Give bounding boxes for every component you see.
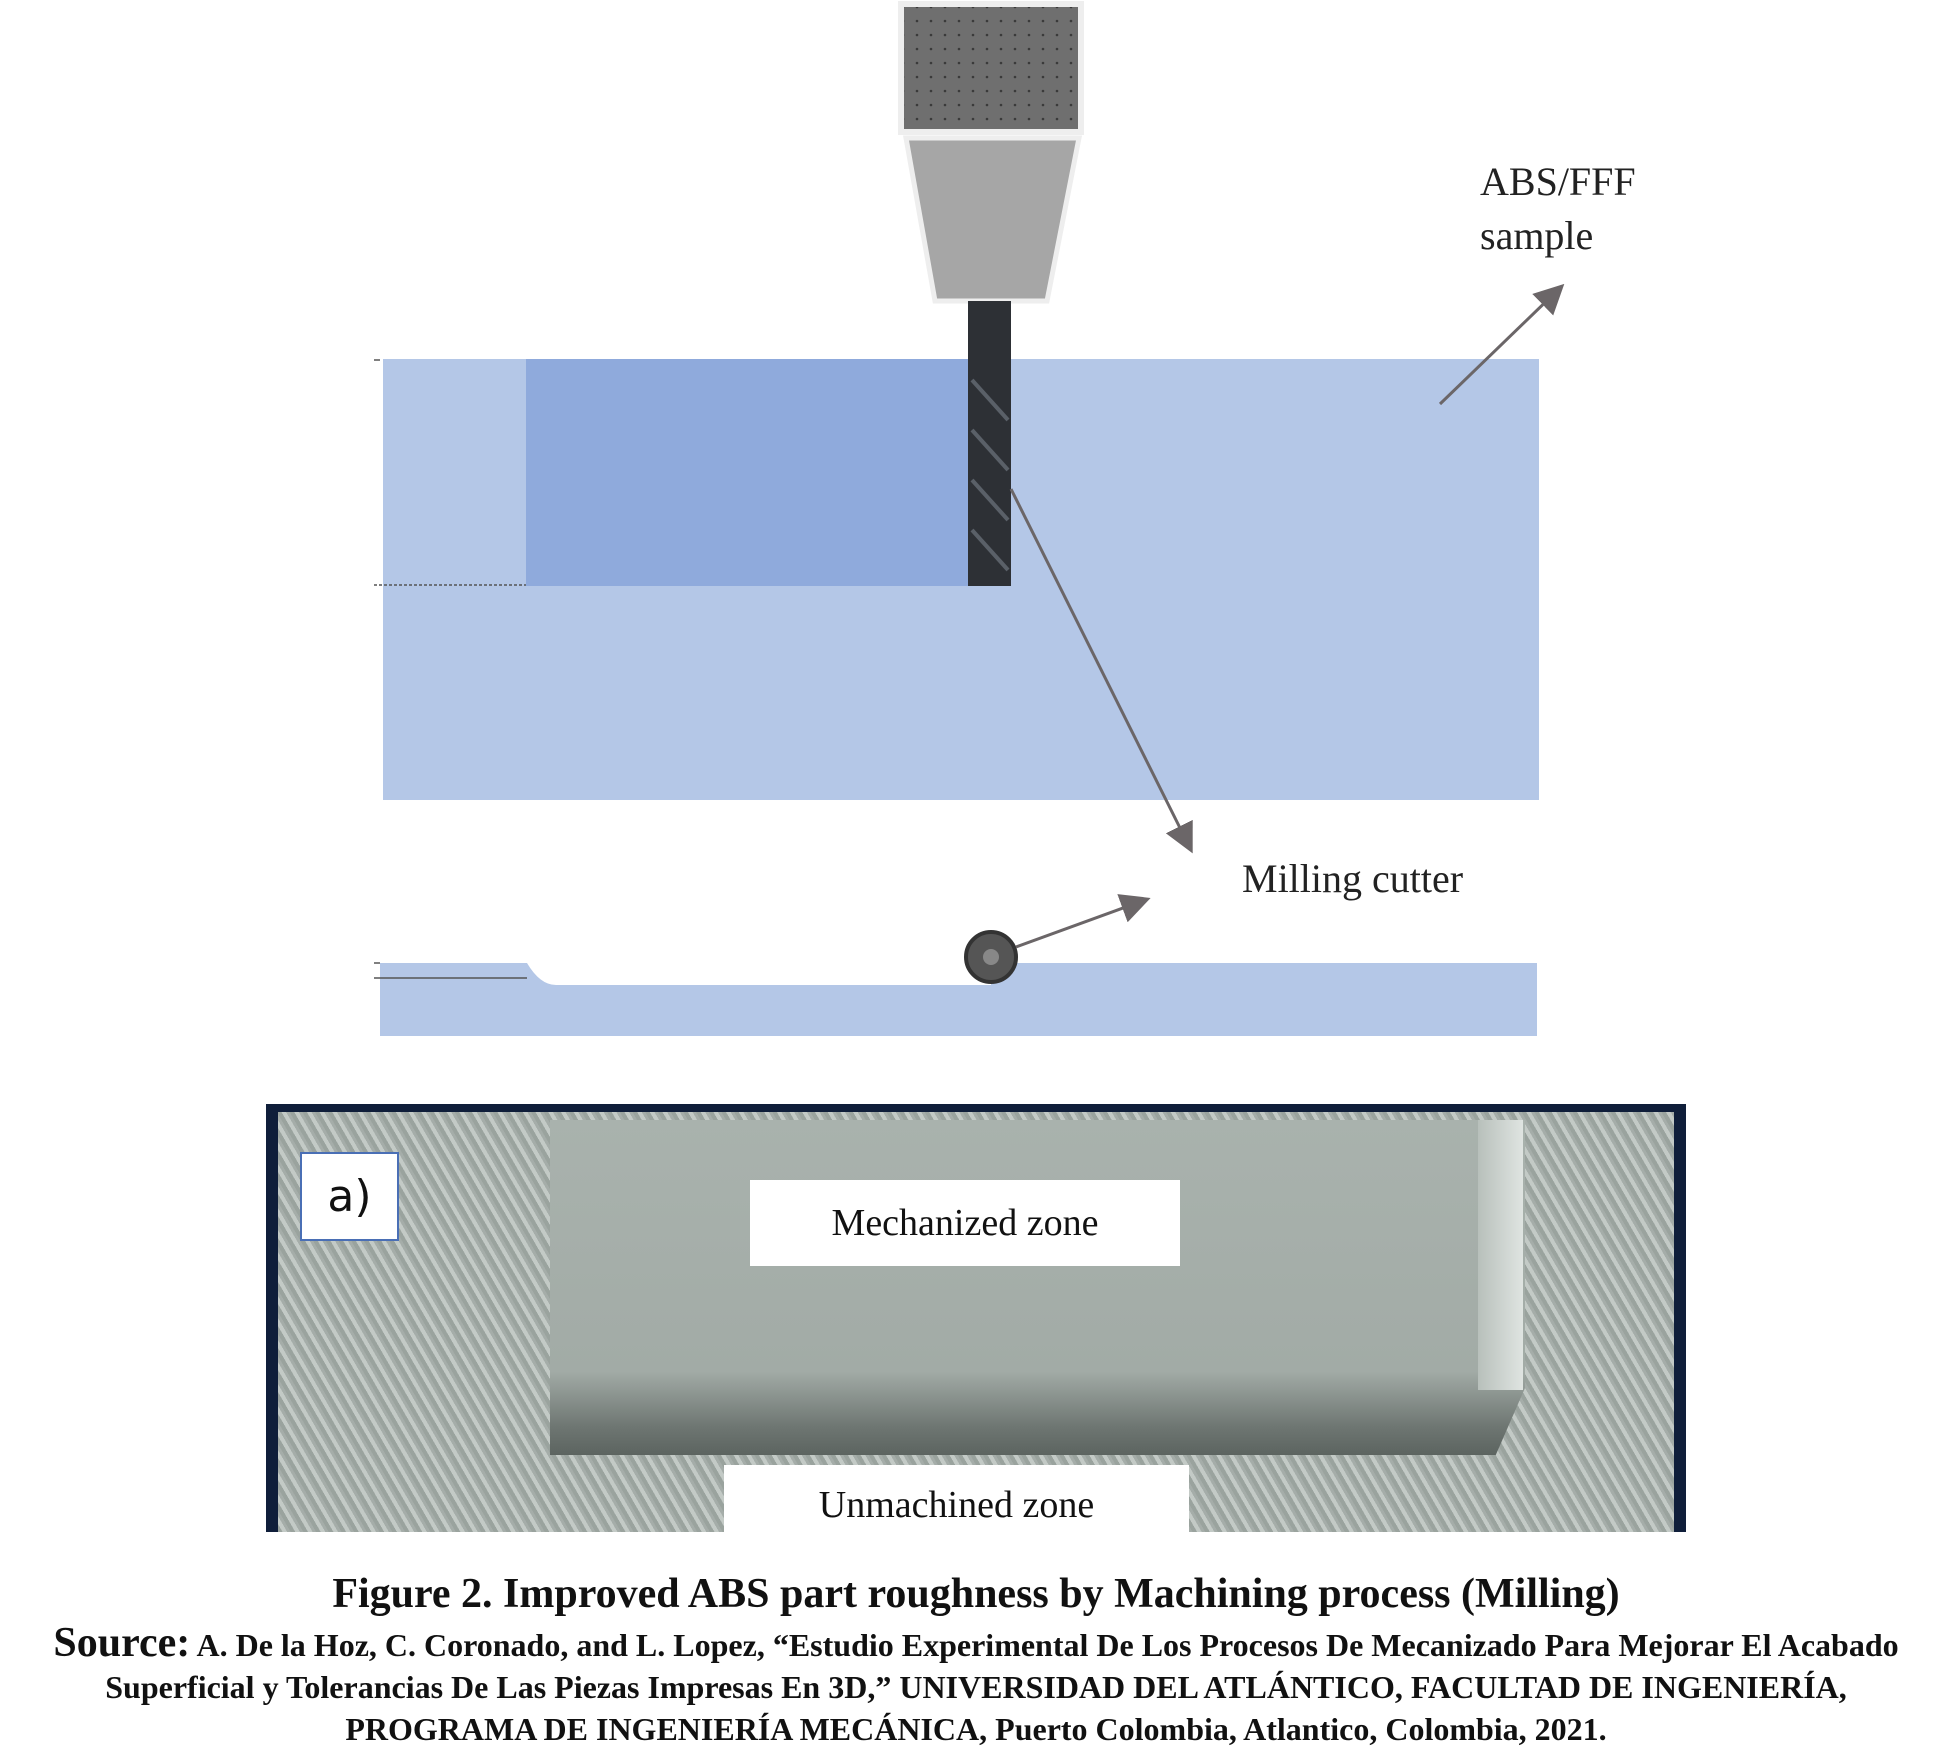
cutter-section-arrow <box>1015 894 1151 949</box>
milling-cutter-shank <box>968 301 1011 586</box>
cutter-section-core <box>983 949 999 965</box>
machined-area <box>550 1120 1525 1455</box>
figure-caption-title: Figure 2. Improved ABS part roughness by… <box>332 1571 1620 1617</box>
cutter-label: Milling cutter <box>1242 856 1464 901</box>
sample-cross-section <box>380 963 1537 1036</box>
source-text: A. De la Hoz, C. Coronado, and L. Lopez,… <box>105 1627 1899 1747</box>
milling-diagram <box>374 1 1565 1036</box>
machined-edge <box>1478 1120 1523 1390</box>
source-lead: Source: <box>53 1620 191 1666</box>
machined-pocket <box>526 359 1011 586</box>
tool-holder <box>898 1 1084 135</box>
sample-label-line2: sample <box>1480 213 1594 258</box>
cutter-flutes <box>970 378 1010 572</box>
mechanized-zone-label: Mechanized zone <box>750 1180 1180 1266</box>
figure-caption-source: Source: A. De la Hoz, C. Coronado, and L… <box>26 1622 1926 1750</box>
cutter-arrow <box>1009 488 1193 854</box>
collet-cone <box>903 135 1083 304</box>
sample-label-line1: ABS/FFF <box>1480 159 1636 204</box>
sample-photo: a) Mechanized zone Unmachined zone <box>266 1104 1686 1532</box>
unmachined-zone-label: Unmachined zone <box>724 1465 1189 1532</box>
sample-arrow <box>1438 283 1565 406</box>
panel-label: a) <box>300 1152 399 1241</box>
